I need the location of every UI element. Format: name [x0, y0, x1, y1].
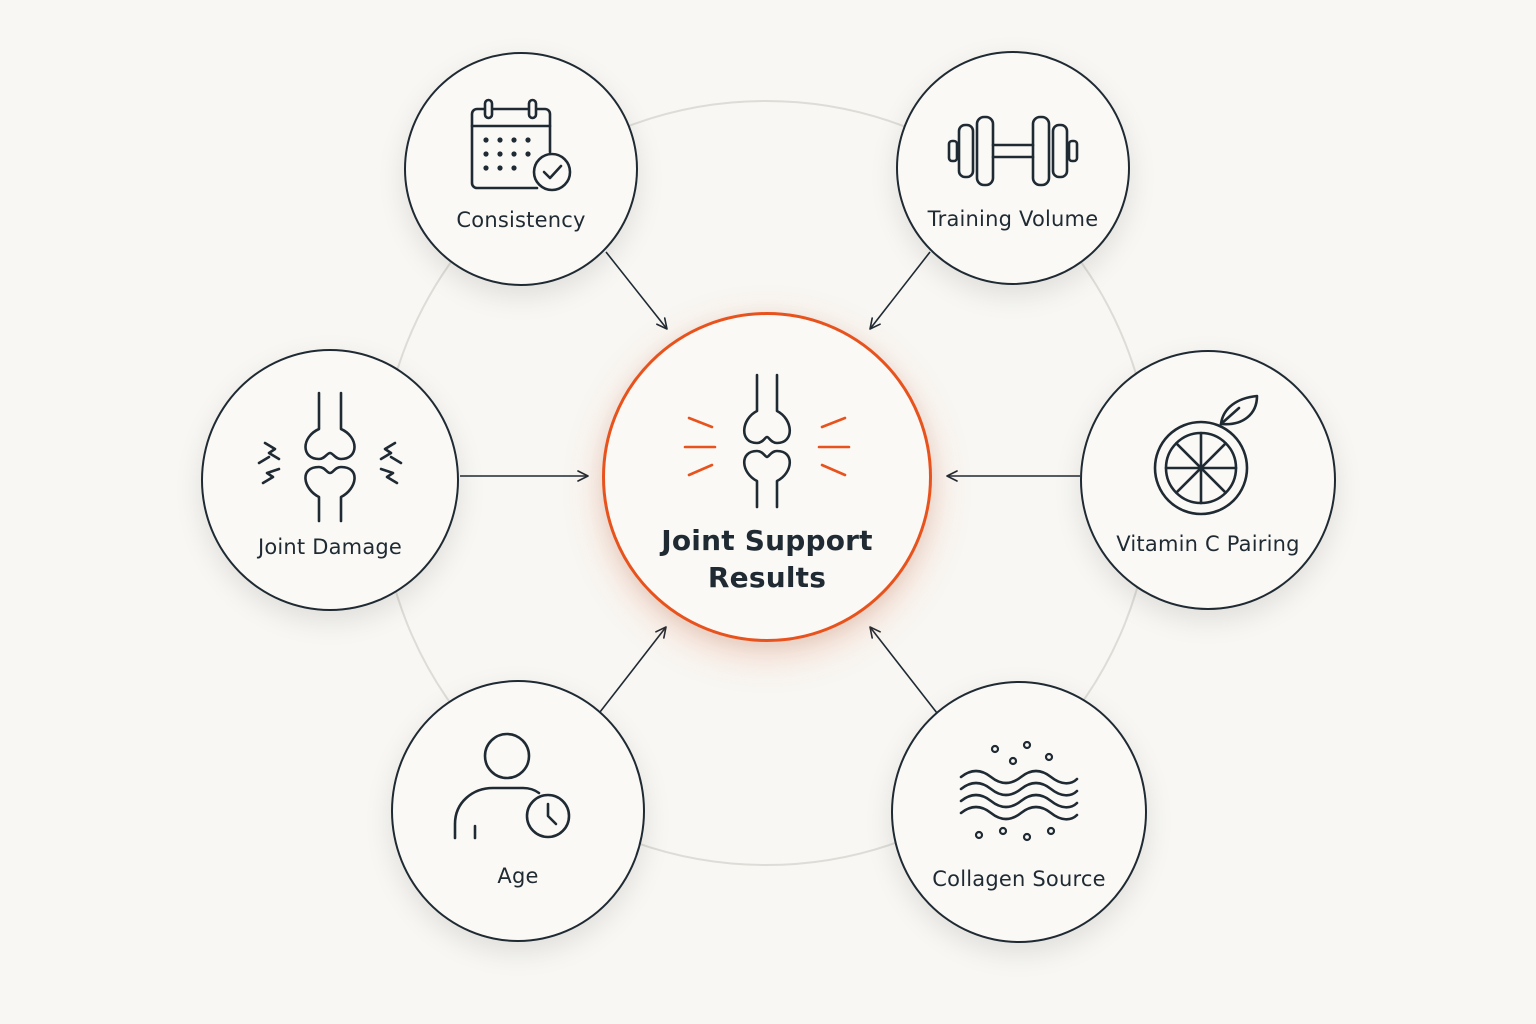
knee-joint-icon [683, 373, 851, 509]
damaged-joint-icon [257, 391, 403, 523]
node-joint-damage[interactable]: Joint Damage [201, 349, 459, 611]
label-training-volume: Training Volume [927, 207, 1099, 231]
node-age[interactable]: Age [391, 680, 645, 942]
node-training-volume[interactable]: Training Volume [896, 51, 1130, 285]
label-age: Age [497, 864, 539, 888]
node-consistency[interactable]: Consistency [404, 52, 638, 286]
arrow-consistency [605, 251, 668, 330]
label-vitamin-c-pairing: Vitamin C Pairing [1116, 532, 1300, 556]
dumbbell-icon [947, 115, 1079, 187]
arrow-collagen-source [869, 626, 938, 714]
label-joint-damage: Joint Damage [257, 535, 403, 559]
center-node-joint-support[interactable]: Joint Support Results [602, 312, 932, 642]
node-collagen-source[interactable]: Collagen Source [891, 681, 1147, 943]
center-label-line1: Joint Support [661, 524, 873, 557]
arrow-age [599, 626, 667, 713]
arrow-training-volume [869, 251, 931, 330]
collagen-fibers-icon [959, 741, 1079, 842]
center-label-line2: Results [707, 561, 827, 594]
person-clock-icon [453, 732, 571, 840]
label-collagen-source: Collagen Source [932, 867, 1106, 891]
citrus-icon [1153, 394, 1259, 516]
calendar-check-icon [470, 98, 572, 192]
label-consistency: Consistency [456, 208, 586, 232]
node-vitamin-c-pairing[interactable]: Vitamin C Pairing [1080, 350, 1336, 610]
